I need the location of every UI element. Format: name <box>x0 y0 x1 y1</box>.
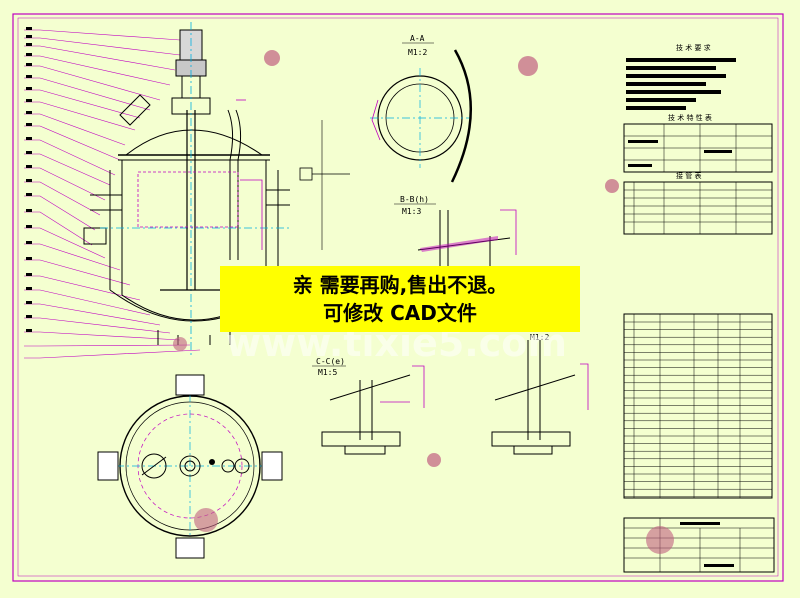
banner-line-2: 可修改 CAD文件 <box>323 301 477 325</box>
part-numbers <box>26 27 32 332</box>
drawing-frame <box>12 13 784 582</box>
section-dd-scale: M1:2 <box>530 333 549 342</box>
section-bb-title: B-B(h) <box>400 195 429 204</box>
flower-logo-icons <box>173 50 674 554</box>
section-aa-view: A-A M1:2 <box>370 34 472 183</box>
parts-list-table <box>623 313 773 499</box>
reactor-plan-view <box>97 374 283 559</box>
tech-characteristics-title: 技 术 特 性 表 <box>668 113 712 122</box>
title-block <box>623 517 775 573</box>
section-cc-title: C-C(e) <box>316 357 345 366</box>
nozzle-table: 接 管 表 <box>623 171 773 235</box>
section-aa-scale: M1:2 <box>408 48 427 57</box>
promo-banner: 亲 需要再购,售出不退。 可修改 CAD文件 <box>220 266 580 332</box>
banner-line-1: 亲 需要再购,售出不退。 <box>292 273 508 297</box>
reactor-shaft-centerline <box>100 22 290 355</box>
part-leader-lines <box>24 29 201 359</box>
reactor-agitator <box>160 110 222 291</box>
section-cc-view: C-C(e) M1:5 <box>312 357 425 455</box>
technical-requirements-block: 技 术 要 求 <box>626 43 736 110</box>
tech-requirements-title: 技 术 要 求 <box>676 43 711 52</box>
section-bb-view: B-B(h) M1:3 <box>394 195 517 270</box>
section-bb-scale: M1:3 <box>402 207 421 216</box>
reactor-annotations <box>137 99 350 250</box>
technical-characteristics-table: 技 术 特 性 表 <box>623 113 773 173</box>
section-aa-title: A-A <box>410 34 425 43</box>
section-dd-view: M1:2 <box>491 333 589 455</box>
section-cc-scale: M1:5 <box>318 368 337 377</box>
drawing-inner-frame <box>17 17 779 577</box>
nozzle-table-title: 接 管 表 <box>676 171 701 180</box>
